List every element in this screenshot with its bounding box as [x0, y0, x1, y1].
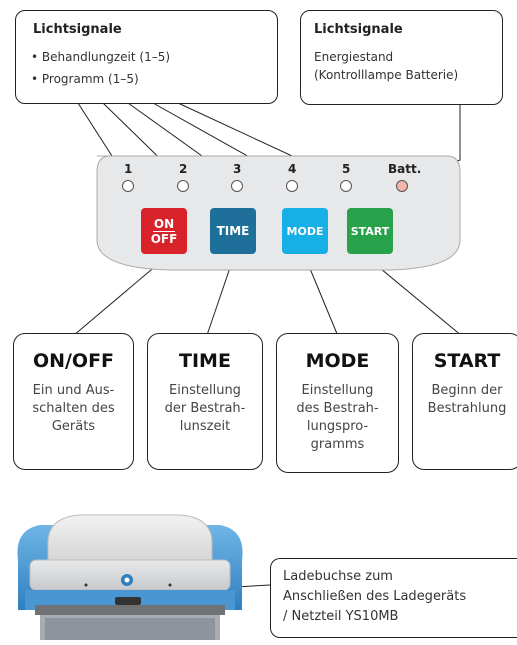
function-box-start: START Beginn der Bestrahlung: [412, 333, 517, 470]
on-off-button-label-on: ON: [152, 216, 176, 232]
function-desc-line: Einstellung: [169, 383, 241, 398]
callout-right-line-2: (Kontrolllampe Batterie): [314, 68, 459, 82]
mode-button-label: MODE: [286, 224, 324, 238]
function-desc-line: des Bestrah-: [296, 401, 379, 416]
function-title-start: START: [433, 350, 501, 372]
callout-right-title: Lichtsignale: [314, 22, 403, 37]
time-button-label: TIME: [216, 224, 250, 238]
mode-button[interactable]: MODE: [282, 208, 328, 254]
start-button[interactable]: START: [347, 208, 393, 254]
led-label-4: 4: [288, 162, 297, 176]
function-desc-line: Geräts: [51, 419, 96, 434]
charger-callout-line-1: Ladebuchse zum: [283, 569, 393, 584]
led-label-1: 1: [124, 162, 133, 176]
function-title-on-off: ON/OFF: [32, 350, 115, 372]
function-desc-line: der Bestrah-: [164, 401, 246, 416]
function-desc-line: lungspro-: [306, 419, 369, 434]
function-desc-on-off: Ein und Aus- schalten des Geräts: [14, 382, 133, 436]
callout-light-signals-left: Lichtsignale • Behandlungzeit (1–5) • Pr…: [15, 10, 278, 104]
led-indicator-3: [231, 180, 243, 192]
function-box-on-off: ON/OFF Ein und Aus- schalten des Geräts: [13, 333, 134, 470]
led-indicator-1: [122, 180, 134, 192]
function-box-time: TIME Einstellung der Bestrah- lunszeit: [147, 333, 263, 470]
on-off-button[interactable]: ON OFF: [141, 208, 187, 254]
led-label-batt: Batt.: [388, 162, 422, 176]
function-desc-line: Bestrahlung: [427, 401, 507, 416]
function-desc-line: gramms: [310, 437, 365, 452]
time-button[interactable]: TIME: [210, 208, 256, 254]
function-desc-line: Ein und Aus-: [32, 383, 115, 398]
charger-callout-line-3: / Netzteil YS10MB: [283, 609, 399, 624]
callout-left-line-1: • Behandlungzeit (1–5): [31, 50, 171, 64]
charger-callout-line-2: Anschließen des Ladegeräts: [283, 589, 467, 604]
start-button-label: START: [350, 224, 390, 238]
callout-light-signals-right: Lichtsignale Energiestand (Kontrolllampe…: [300, 10, 503, 105]
led-indicator-battery: [396, 180, 408, 192]
function-desc-time: Einstellung der Bestrah- lunszeit: [148, 382, 262, 436]
callout-left-line-2: • Programm (1–5): [31, 72, 139, 86]
led-indicator-2: [177, 180, 189, 192]
function-desc-line: lunszeit: [179, 419, 231, 434]
function-title-mode: MODE: [305, 350, 370, 372]
function-desc-start: Beginn der Bestrahlung: [413, 382, 517, 418]
function-desc-mode: Einstellung des Bestrah- lungspro- gramm…: [277, 382, 398, 454]
callout-left-title: Lichtsignale: [33, 22, 122, 37]
function-desc-line: Beginn der: [431, 383, 503, 398]
led-label-5: 5: [342, 162, 351, 176]
callout-right-line-1: Energiestand: [314, 50, 394, 64]
led-label-3: 3: [233, 162, 242, 176]
led-indicator-5: [340, 180, 352, 192]
function-desc-line: Einstellung: [301, 383, 374, 398]
on-off-button-label-off: OFF: [150, 231, 178, 246]
function-box-mode: MODE Einstellung des Bestrah- lungspro- …: [276, 333, 399, 473]
led-indicator-4: [286, 180, 298, 192]
charger-callout: Ladebuchse zum Anschließen des Ladegerät…: [270, 558, 517, 638]
led-label-2: 2: [179, 162, 188, 176]
function-desc-line: schalten des: [32, 401, 115, 416]
function-title-time: TIME: [179, 350, 231, 372]
